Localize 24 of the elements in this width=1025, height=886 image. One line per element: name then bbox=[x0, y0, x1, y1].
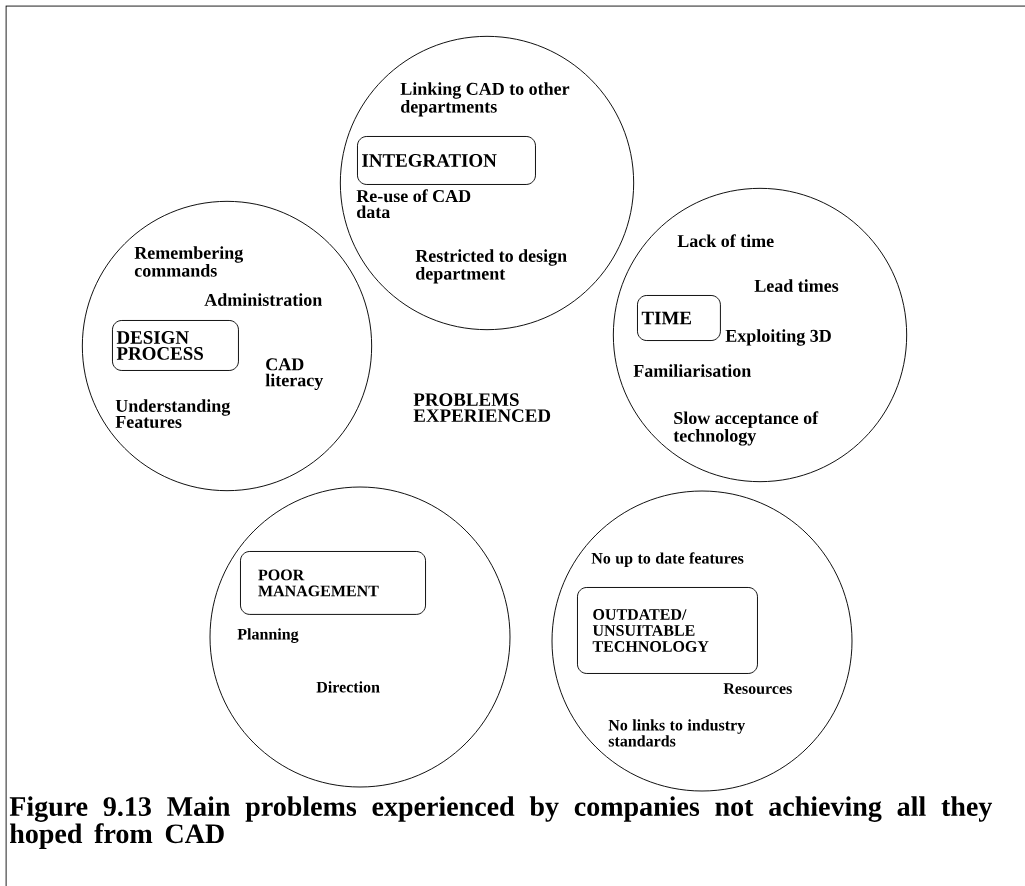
problem-text: Lead times bbox=[754, 279, 839, 292]
problem-text: Planning bbox=[237, 628, 299, 643]
heading-box: DESIGN PROCESS bbox=[112, 320, 239, 371]
problem-text: Slow acceptance of technology bbox=[673, 411, 819, 446]
problem-text: No links to industry standards bbox=[608, 719, 746, 747]
center-title: PROBLEMS EXPERIENCED bbox=[413, 393, 551, 422]
problem-text: Restricted to design department bbox=[415, 249, 567, 284]
heading-box: INTEGRATION bbox=[357, 136, 536, 185]
problem-text: Re-use of CAD data bbox=[356, 189, 471, 219]
heading-box: TIME bbox=[637, 295, 721, 341]
problem-text: CAD literacy bbox=[265, 358, 324, 391]
problem-text: Familiarisation bbox=[633, 364, 751, 377]
problem-text: Remembering commands bbox=[134, 246, 244, 277]
problem-text: Exploiting 3D bbox=[725, 329, 831, 346]
heading-box: OUTDATED/ UNSUITABLE TECHNOLOGY bbox=[577, 587, 758, 674]
problem-text: Linking CAD to other departments bbox=[400, 82, 570, 117]
problem-text: Administration bbox=[204, 293, 322, 306]
problem-text: Resources bbox=[723, 683, 792, 694]
heading-box: POOR MANAGEMENT bbox=[240, 551, 426, 615]
problem-text: No up to date features bbox=[591, 552, 744, 567]
figure-caption: Figure 9.13 Main problems experienced by companies not achieving all they hoped from CAD bbox=[9, 796, 993, 849]
problem-text: Understanding Features bbox=[115, 399, 231, 428]
problem-text: Direction bbox=[316, 681, 380, 693]
problem-text: Lack of time bbox=[677, 234, 774, 248]
